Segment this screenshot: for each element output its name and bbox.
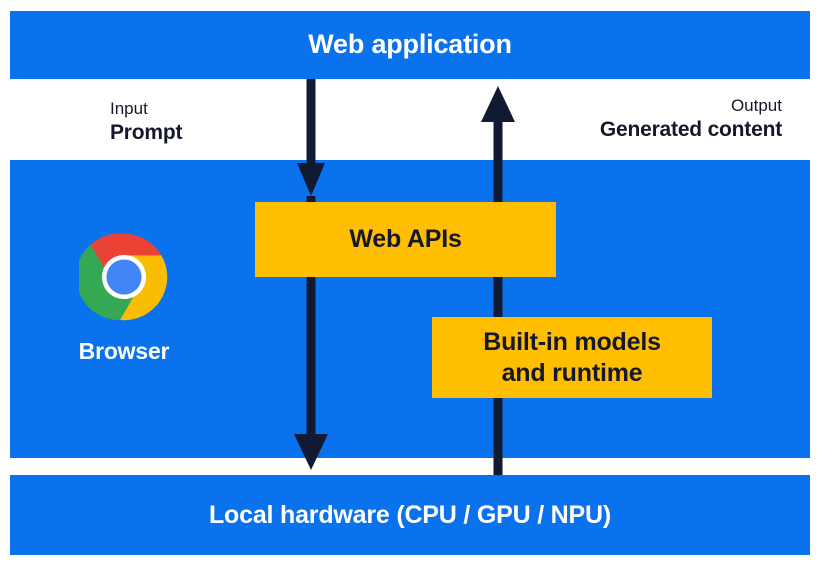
web-apis-box: Web APIs (255, 202, 556, 277)
web-apis-label: Web APIs (349, 225, 462, 254)
built-in-models-box: Built-in models and runtime (432, 317, 712, 398)
browser-label: Browser (78, 338, 170, 364)
output-kicker: Output (730, 96, 782, 115)
built-in-models-line2: and runtime (501, 358, 643, 387)
input-headline: Prompt (110, 120, 183, 144)
web-application-band: Web application (10, 11, 810, 79)
output-caption: Output Generated content (340, 95, 820, 144)
chrome-logo-icon (79, 233, 168, 321)
input-caption: Input Prompt (0, 98, 298, 147)
web-application-label: Web application (308, 29, 512, 59)
local-hardware-band: Local hardware (CPU / GPU / NPU) (10, 475, 810, 555)
built-in-models-label: Built-in models and runtime (483, 327, 661, 388)
input-kicker: Input (110, 99, 148, 118)
built-in-models-line1: Built-in models (483, 328, 661, 356)
output-headline: Generated content (599, 117, 782, 141)
browser-group: Browser (40, 232, 208, 365)
local-hardware-label: Local hardware (CPU / GPU / NPU) (208, 501, 611, 529)
